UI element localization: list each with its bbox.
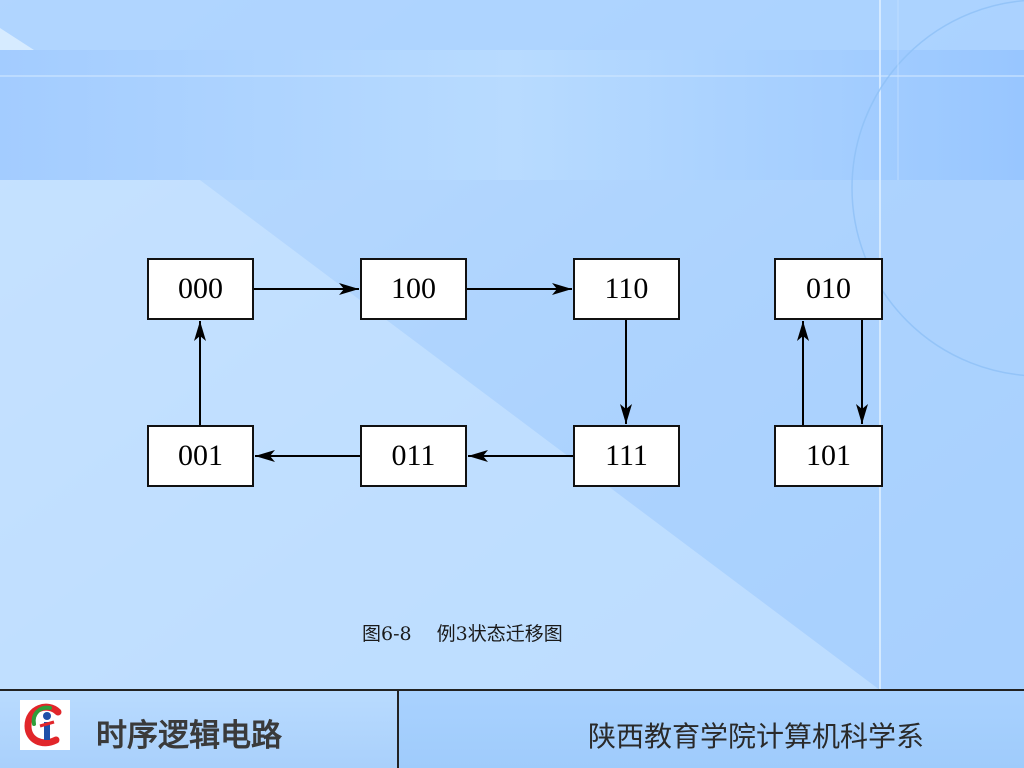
figure-caption: 图6-8 例3状态迁移图 bbox=[362, 623, 563, 645]
footer-course-panel: 时序逻辑电路 bbox=[0, 691, 399, 768]
state-000: 000 bbox=[147, 258, 254, 320]
state-001: 001 bbox=[147, 425, 254, 487]
state-010: 010 bbox=[774, 258, 883, 320]
institution-logo-icon bbox=[20, 700, 70, 750]
state-011: 011 bbox=[360, 425, 467, 487]
course-title: 时序逻辑电路 bbox=[96, 718, 282, 754]
state-101: 101 bbox=[774, 425, 883, 487]
slide-footer: 时序逻辑电路 陕西教育学院计算机科学系 bbox=[0, 689, 1024, 768]
footer-department-panel: 陕西教育学院计算机科学系 bbox=[399, 691, 1024, 768]
department-name: 陕西教育学院计算机科学系 bbox=[587, 720, 924, 753]
state-110: 110 bbox=[573, 258, 680, 320]
state-111: 111 bbox=[573, 425, 680, 487]
state-100: 100 bbox=[360, 258, 467, 320]
